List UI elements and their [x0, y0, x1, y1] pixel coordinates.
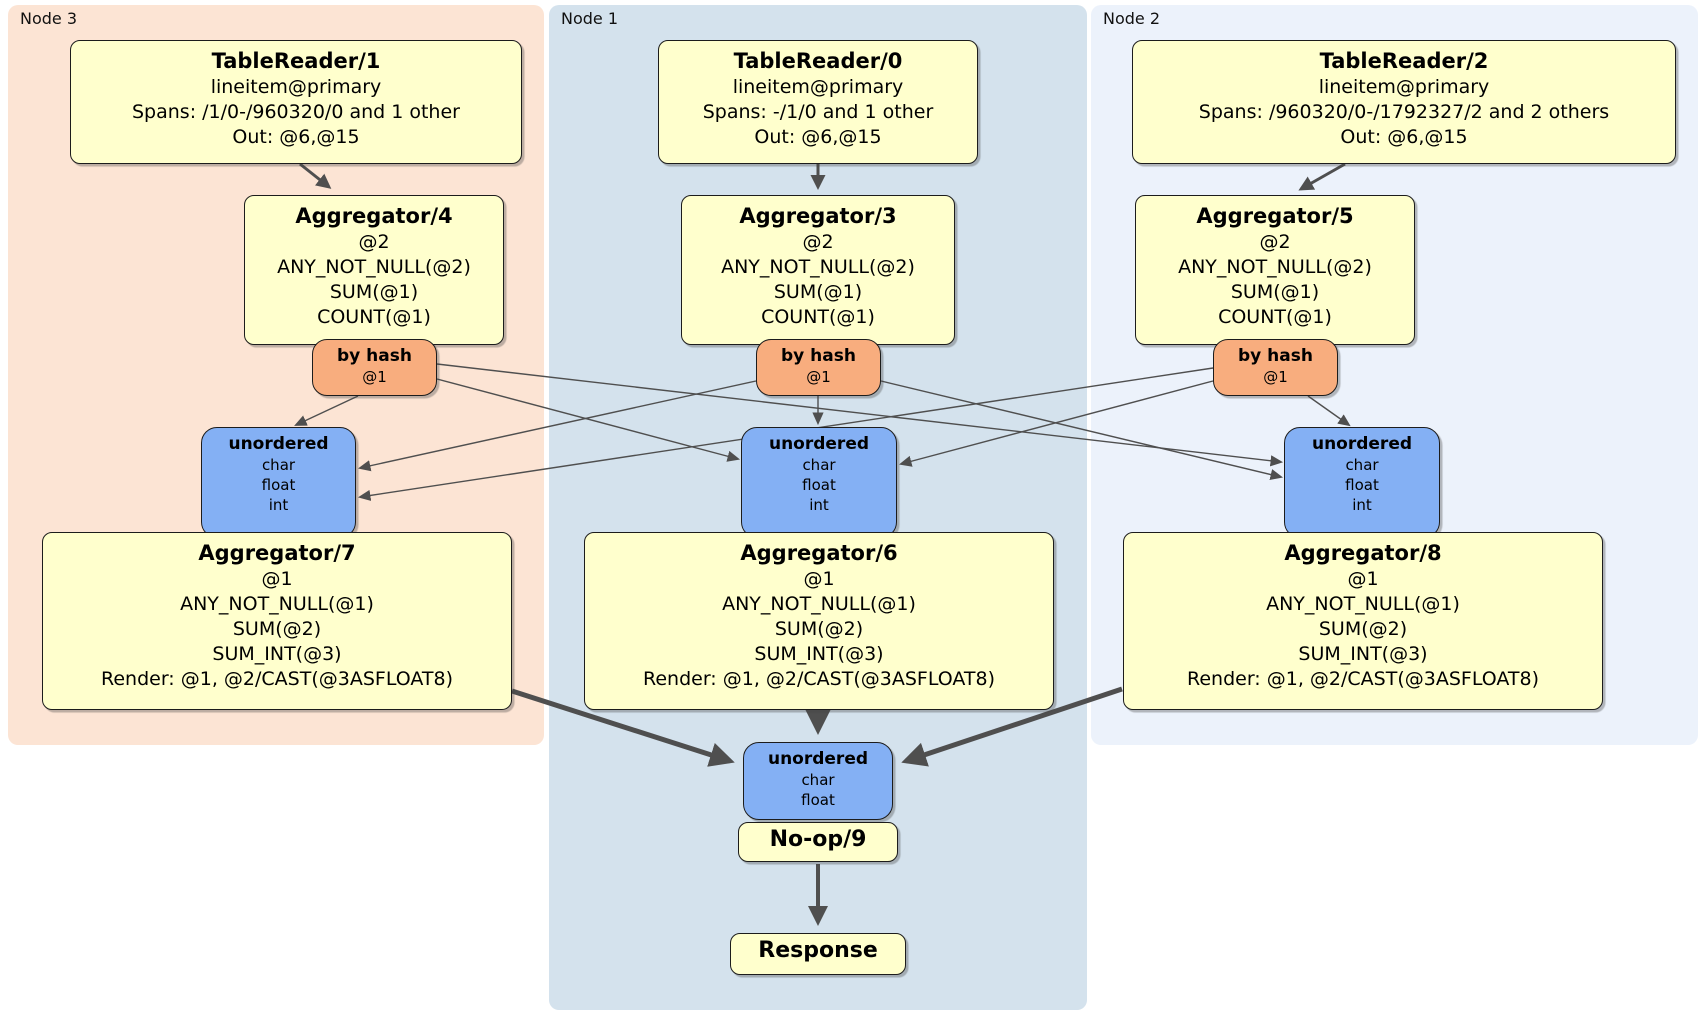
- router-byhash-node1: by hash @1: [756, 339, 881, 396]
- sync-line: float: [1345, 476, 1379, 494]
- sync-title: unordered: [1311, 434, 1413, 454]
- router-byhash-node2: by hash @1: [1213, 339, 1338, 396]
- processor-line: SUM(@1): [1230, 281, 1320, 303]
- sync-line: int: [268, 496, 289, 514]
- processor-title: Aggregator/8: [1284, 541, 1442, 565]
- processor-aggregator-4: Aggregator/4 @2 ANY_NOT_NULL(@2) SUM(@1)…: [244, 195, 504, 345]
- sync-line: char: [801, 771, 835, 789]
- processor-line: Spans: -/1/0 and 1 other: [702, 101, 934, 123]
- processor-line: SUM_INT(@3): [754, 643, 884, 665]
- processor-line: SUM(@2): [232, 618, 322, 640]
- processor-response: Response: [730, 933, 906, 975]
- router-line: @1: [362, 368, 387, 386]
- sync-title: unordered: [768, 434, 870, 454]
- sync-line: float: [801, 791, 835, 809]
- sync-line: char: [1345, 456, 1379, 474]
- processor-aggregator-8: Aggregator/8 @1 ANY_NOT_NULL(@1) SUM(@2)…: [1123, 532, 1603, 710]
- processor-aggregator-3: Aggregator/3 @2 ANY_NOT_NULL(@2) SUM(@1)…: [681, 195, 955, 345]
- processor-title: TableReader/0: [733, 49, 903, 73]
- sync-unordered-node3: unordered char float int: [201, 427, 356, 538]
- processor-line: ANY_NOT_NULL(@1): [722, 593, 916, 615]
- processor-line: SUM(@1): [773, 281, 863, 303]
- sync-line: char: [802, 456, 836, 474]
- processor-line: @1: [261, 568, 293, 590]
- processor-line: SUM(@2): [1318, 618, 1408, 640]
- processor-line: Out: @6,@15: [754, 126, 882, 148]
- router-title: by hash: [1238, 346, 1313, 366]
- router-title: by hash: [781, 346, 856, 366]
- processor-title: Aggregator/6: [740, 541, 898, 565]
- processor-aggregator-7: Aggregator/7 @1 ANY_NOT_NULL(@1) SUM(@2)…: [42, 532, 512, 710]
- router-byhash-node3: by hash @1: [312, 339, 437, 396]
- processor-line: Out: @6,@15: [232, 126, 360, 148]
- processor-tablereader-2: TableReader/2 lineitem@primary Spans: /9…: [1132, 40, 1676, 164]
- processor-tablereader-0: TableReader/0 lineitem@primary Spans: -/…: [658, 40, 978, 164]
- processor-line: lineitem@primary: [732, 76, 904, 98]
- processor-line: lineitem@primary: [210, 76, 382, 98]
- processor-title: Aggregator/7: [198, 541, 356, 565]
- sync-title: unordered: [767, 749, 869, 769]
- processor-tablereader-1: TableReader/1 lineitem@primary Spans: /1…: [70, 40, 522, 164]
- processor-line: COUNT(@1): [761, 306, 875, 328]
- region-label-node1: Node 1: [561, 9, 619, 28]
- processor-line: Out: @6,@15: [1340, 126, 1468, 148]
- processor-line: SUM(@1): [329, 281, 419, 303]
- processor-title: Aggregator/3: [739, 204, 897, 228]
- processor-aggregator-6: Aggregator/6 @1 ANY_NOT_NULL(@1) SUM(@2)…: [584, 532, 1054, 710]
- processor-line: COUNT(@1): [317, 306, 431, 328]
- router-title: by hash: [337, 346, 412, 366]
- processor-title: TableReader/1: [211, 49, 381, 73]
- processor-line: @2: [802, 231, 834, 253]
- processor-line: ANY_NOT_NULL(@1): [180, 593, 374, 615]
- processor-title: TableReader/2: [1319, 49, 1489, 73]
- processor-line: @1: [1347, 568, 1379, 590]
- processor-line: @2: [358, 231, 390, 253]
- processor-title: Aggregator/4: [295, 204, 453, 228]
- processor-title: No-op/9: [769, 827, 867, 852]
- processor-line: @2: [1259, 231, 1291, 253]
- processor-line: COUNT(@1): [1218, 306, 1332, 328]
- router-line: @1: [1263, 368, 1288, 386]
- processor-title: Response: [758, 938, 878, 963]
- sync-unordered-final: unordered char float: [743, 742, 893, 820]
- processor-line: SUM_INT(@3): [1298, 643, 1428, 665]
- processor-line: Render: @1, @2/CAST(@3ASFLOAT8): [643, 668, 995, 690]
- sync-line: float: [261, 476, 296, 494]
- processor-line: Spans: /1/0-/960320/0 and 1 other: [132, 101, 460, 123]
- processor-line: Render: @1, @2/CAST(@3ASFLOAT8): [101, 668, 453, 690]
- processor-title: Aggregator/5: [1196, 204, 1354, 228]
- processor-line: ANY_NOT_NULL(@1): [1266, 593, 1460, 615]
- sync-line: int: [809, 496, 829, 514]
- processor-line: @1: [803, 568, 835, 590]
- processor-noop-9: No-op/9: [738, 822, 898, 862]
- sync-title: unordered: [228, 434, 329, 454]
- processor-line: ANY_NOT_NULL(@2): [721, 256, 915, 278]
- region-label-node3: Node 3: [20, 9, 78, 28]
- sync-unordered-node1: unordered char float int: [741, 427, 897, 538]
- processor-line: ANY_NOT_NULL(@2): [1178, 256, 1372, 278]
- sync-line: float: [802, 476, 836, 494]
- router-line: @1: [806, 368, 831, 386]
- processor-line: Spans: /960320/0-/1792327/2 and 2 others: [1198, 101, 1610, 123]
- sync-line: int: [1352, 496, 1372, 514]
- sync-line: char: [261, 456, 296, 474]
- processor-line: Render: @1, @2/CAST(@3ASFLOAT8): [1187, 668, 1539, 690]
- processor-line: SUM(@2): [774, 618, 864, 640]
- processor-line: lineitem@primary: [1318, 76, 1490, 98]
- region-label-node2: Node 2: [1103, 9, 1161, 28]
- processor-line: SUM_INT(@3): [212, 643, 342, 665]
- sync-unordered-node2: unordered char float int: [1284, 427, 1440, 538]
- processor-line: ANY_NOT_NULL(@2): [277, 256, 471, 278]
- processor-aggregator-5: Aggregator/5 @2 ANY_NOT_NULL(@2) SUM(@1)…: [1135, 195, 1415, 345]
